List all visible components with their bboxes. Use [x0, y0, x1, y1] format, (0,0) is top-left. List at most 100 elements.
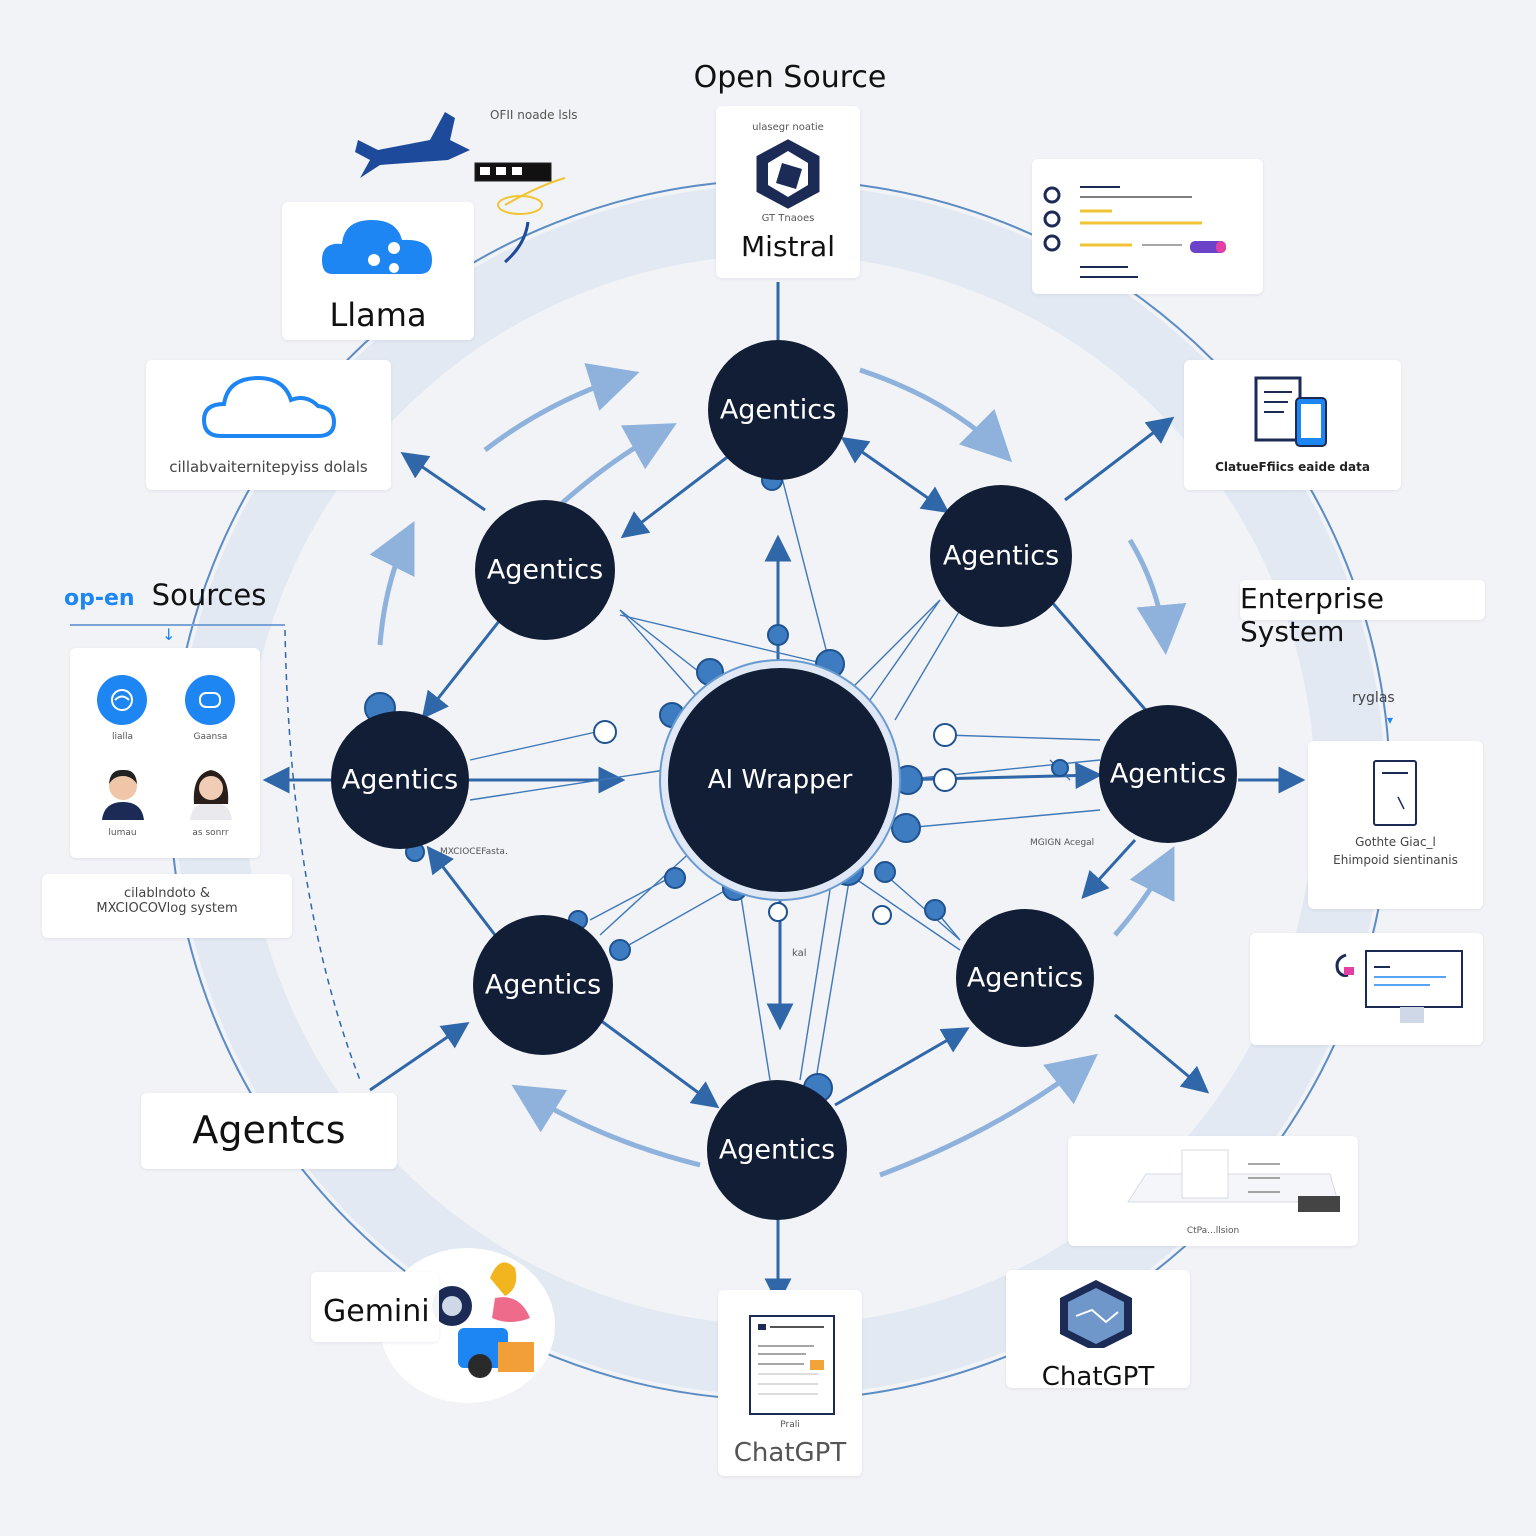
chatgpt-bottom-label: ChatGPT [733, 1438, 847, 1468]
enterprise-system-label: Enterprise System [1240, 582, 1385, 648]
chatgpt-card[interactable]: ChatGPT [1006, 1270, 1190, 1392]
devices-card[interactable]: ClatueFfiics eaide data [1184, 360, 1401, 490]
gemini-card[interactable]: Gemini [311, 1272, 439, 1342]
avatar-label-4: as sonrr [192, 828, 229, 838]
upper-left-to-cloud [400, 451, 486, 512]
node-upper-left-label: Agentics [487, 555, 603, 586]
mistral-small-label-2: GT Tnaoes [761, 213, 815, 224]
node-upper-right[interactable] [930, 485, 1072, 627]
outline-cloud-icon [201, 375, 337, 438]
gothe-label-1: Gothte Giac_l [1355, 835, 1436, 849]
inner-curved-arrows [369, 363, 1187, 1178]
chatgpt-doc-card[interactable]: Prali ChatGPT [718, 1290, 862, 1476]
top-small-label: OFII noade lsls [490, 108, 578, 122]
sources-label: Sources [151, 578, 267, 612]
upper-right-to-right [1048, 599, 1152, 716]
enterprise-cloud-label: cillabvaiternitepyiss dolals [169, 458, 368, 476]
node-lower-right-label: Agentics [967, 963, 1083, 994]
curve-arrow-5 [369, 521, 415, 646]
agentcs-label: Agentcs [192, 1108, 346, 1152]
lower-left-to-bottom [599, 1018, 720, 1109]
airplane-icon [355, 112, 470, 178]
open-prefix-label: op-en [64, 586, 135, 611]
microservice-card[interactable]: cilablndoto & MXCIOCOVlog system [42, 874, 292, 938]
document-icon [749, 1315, 835, 1415]
sources-down-arrow-icon: ↓ [162, 625, 176, 644]
sources-avatars-card[interactable]: lialla Gaansa lumau as sonrr [70, 648, 260, 858]
code-card[interactable] [1032, 159, 1263, 294]
hub-label: AI Wrapper [708, 765, 853, 795]
person-avatar-1-icon [102, 769, 144, 820]
curve-arrow-1 [483, 363, 640, 452]
chat-icon [199, 692, 221, 708]
clarity-data-label: ClatueFfiics eaide data [1215, 460, 1370, 474]
center-small-label: kal [792, 948, 807, 959]
agentics-nodes: Agentics Agentics Agentics Agentics Agen… [331, 340, 1237, 1220]
micro-label-1: cilablndoto & [124, 886, 210, 901]
curve-arrow-7 [511, 1084, 701, 1168]
micro-label-2: MXCIOCOVlog system [96, 901, 238, 916]
chatgpt-right-label: ChatGPT [1041, 1362, 1155, 1392]
mistral-card[interactable]: ulasegr noatie GT Tnaoes Mistral [716, 106, 860, 278]
avatar-blue-1[interactable] [97, 675, 147, 725]
llama-label: Llama [329, 296, 427, 334]
hub-node[interactable] [668, 668, 892, 892]
ryglas-label: ryglas [1352, 690, 1395, 706]
node-right-label: Agentics [1110, 759, 1226, 790]
enterprise-system-heading: Enterprise System [1240, 580, 1485, 648]
right-to-lower-right [1081, 838, 1137, 899]
node-top[interactable] [708, 340, 848, 480]
airplane-illustration [355, 112, 566, 264]
curve-arrow-3 [859, 367, 1013, 463]
node-upper-left[interactable] [475, 500, 615, 640]
top-title: Open Source [693, 60, 887, 95]
node-left[interactable] [331, 711, 469, 849]
tablet-icon [1373, 760, 1417, 826]
avatar-label-2: Gaansa [193, 732, 228, 742]
document-card[interactable]: Gothte Giac_l Ehimpoid sientinanis [1308, 741, 1483, 909]
blue-cloud-icon [322, 220, 432, 274]
enterprise-cloud-card[interactable]: cillabvaiternitepyiss dolals [146, 360, 391, 490]
monitor-card[interactable] [1250, 933, 1483, 1045]
mistral-small-label-1: ulasegr noatie [752, 122, 824, 133]
open-sources-heading: op-en Sources [64, 578, 294, 618]
bottom-to-lower-right [834, 1027, 970, 1107]
curve-arrow-8 [879, 1053, 1098, 1178]
llama-card[interactable]: Llama [282, 202, 474, 340]
node-right[interactable] [1099, 705, 1237, 843]
ctp-small-label: CtPa...llsion [1186, 1226, 1240, 1236]
avatar-label-1: lialla [111, 732, 134, 742]
agentcs-arrow [369, 1021, 470, 1092]
left-float-label: MXCIOCEFasta. [440, 847, 508, 857]
devices-icon [1254, 376, 1327, 447]
agentcs-card[interactable]: Agentcs [141, 1093, 397, 1169]
gemini-robot-icon [432, 1262, 534, 1378]
node-lower-left[interactable] [473, 915, 613, 1055]
top-to-upper-left [620, 453, 731, 539]
left-dashed-line [284, 629, 361, 1081]
upper-left-to-left [421, 619, 502, 720]
gothe-label-2: Ehimpoid sientinanis [1333, 853, 1458, 867]
server-card[interactable]: CtPa...llsion [1068, 1136, 1358, 1246]
ryglas-down-arrow-icon: ▾ [1387, 713, 1394, 727]
server-icon [1127, 1149, 1340, 1212]
left-to-lower-left [426, 845, 497, 936]
node-lower-right[interactable] [956, 909, 1094, 1047]
doc-tiny-label: Prali [780, 1420, 800, 1430]
lower-right-to-monitor [1114, 1013, 1210, 1094]
node-left-label: Agentics [342, 765, 458, 796]
node-top-label: Agentics [720, 395, 836, 426]
right-float-label: MGIGN Acegal [1030, 838, 1095, 848]
node-bottom[interactable] [707, 1080, 847, 1220]
person-avatar-2-icon [190, 770, 232, 820]
upper-right-to-devices [1064, 416, 1175, 502]
avatar-blue-2[interactable] [185, 675, 235, 725]
node-lower-left-label: Agentics [485, 970, 601, 1001]
node-bottom-label: Agentics [719, 1135, 835, 1166]
gemini-label: Gemini [323, 1294, 430, 1329]
mistral-label: Mistral [741, 230, 835, 263]
avatar-label-3: lumau [108, 828, 137, 838]
code-lines-icon [1043, 186, 1226, 278]
mistral-hexagon-icon [756, 139, 820, 209]
curve-arrow-2 [558, 423, 677, 507]
